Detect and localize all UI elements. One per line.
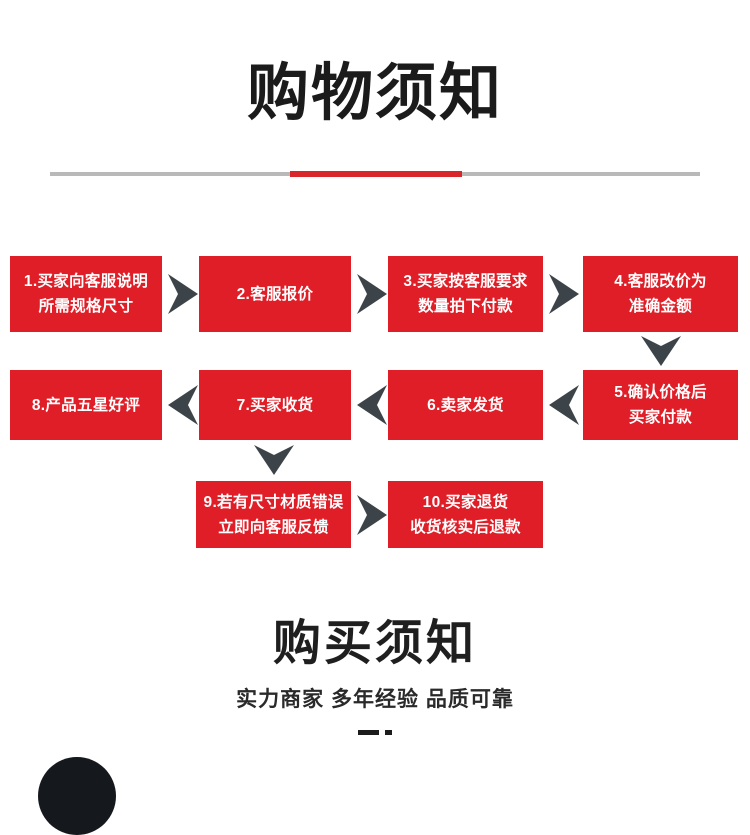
arrow-right-icon-1 [166,272,200,316]
flow-step-1[interactable]: 1.买家向客服说明 所需规格尺寸 [10,256,162,332]
flow-step-4[interactable]: 4.客服改价为 准确金额 [583,256,738,332]
footer-title: 购买须知 [272,617,477,670]
arrow-down-icon-1 [639,334,683,368]
flow-step-9-line-2: 立即向客服反馈 [218,518,329,536]
arrow-right-icon-4 [355,493,389,537]
process-flowchart: 1.买家向客服说明 所需规格尺寸 2.客服报价 3.买家按客服要求 数量拍下付款 [10,256,738,548]
flow-step-5[interactable]: 5.确认价格后 买家付款 [583,370,738,440]
flow-step-10-line-1: 10.买家退货 [422,493,509,511]
flow-step-1-line-1: 1.买家向客服说明 [23,273,149,290]
flow-step-2[interactable]: 2.客服报价 [199,256,351,332]
flow-step-5-line-2: 买家付款 [628,409,693,426]
bottom-circle-decoration [38,757,116,835]
arrow-right-icon-2 [355,272,389,316]
flow-step-7-line-1: 7.买家收货 [236,396,314,414]
flow-step-4-line-1: 4.客服改价为 [614,273,707,290]
flow-step-7[interactable]: 7.买家收货 [199,370,351,440]
arrow-down-icon-2 [252,443,296,477]
flow-step-6[interactable]: 6.卖家发货 [388,370,543,440]
flow-step-5-line-1: 5.确认价格后 [614,384,707,401]
flow-step-2-line-1: 2.客服报价 [236,285,314,303]
decoration-dash [358,730,379,735]
flow-step-9-line-1: 9.若有尺寸材质错误 [203,493,344,511]
flow-step-3-line-2: 数量拍下付款 [418,298,513,315]
arrow-left-icon-2 [355,383,389,427]
flow-step-1-line-2: 所需规格尺寸 [38,298,134,315]
flow-step-9[interactable]: 9.若有尺寸材质错误 立即向客服反馈 [196,481,351,548]
flow-step-8-line-1: 8.产品五星好评 [31,396,141,414]
flow-step-3-line-1: 3.买家按客服要求 [403,273,528,290]
arrow-left-icon-1 [547,383,581,427]
flow-step-10[interactable]: 10.买家退货 收货核实后退款 [388,481,543,548]
page-title: 购物须知 [246,59,503,128]
flow-step-8[interactable]: 8.产品五星好评 [10,370,162,440]
decoration-dot [385,730,392,735]
footer-subtitle: 实力商家 多年经验 品质可靠 [236,688,514,711]
flow-step-6-line-1: 6.卖家发货 [427,396,504,414]
flow-step-3[interactable]: 3.买家按客服要求 数量拍下付款 [388,256,543,332]
flow-step-10-line-2: 收货核实后退款 [410,518,521,536]
title-divider [50,171,700,177]
shopping-notice-page: 购物须知 1.买家向客服说明 所需规格尺寸 2.客服报价 3.买家按客服要求 [10,59,738,835]
title-divider-accent [290,171,462,177]
flow-step-4-line-2: 准确金额 [628,298,693,315]
arrow-right-icon-3 [547,272,581,316]
arrow-left-icon-3 [166,383,200,427]
